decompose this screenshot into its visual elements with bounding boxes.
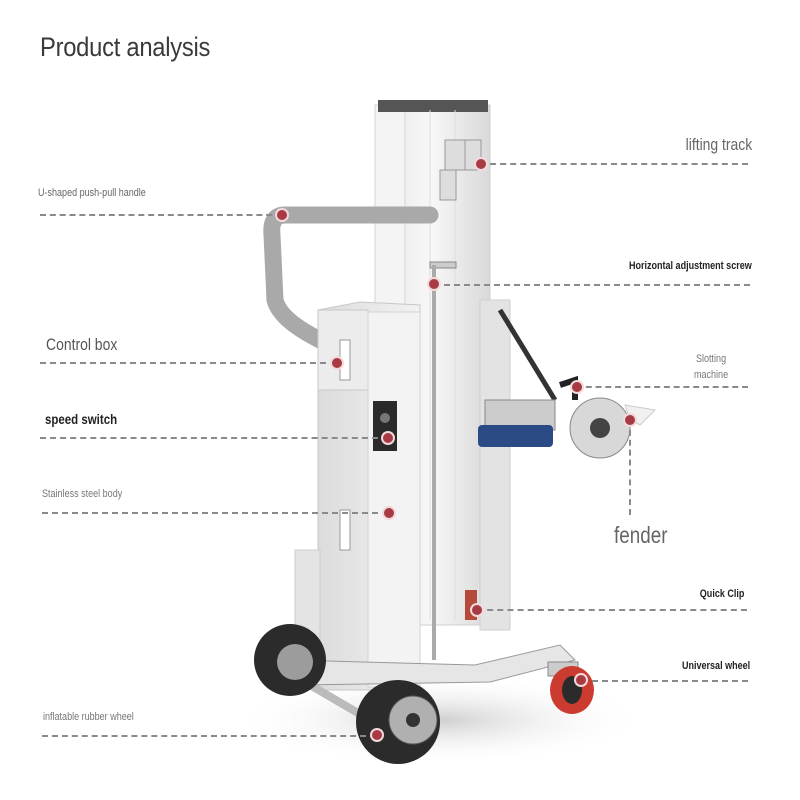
page-title: Product analysis [40, 32, 211, 62]
label-stainless-body: Stainless steel body [42, 488, 123, 500]
marker-control-box [332, 358, 342, 368]
label-slotting-machine-line1: Slotting [696, 353, 727, 365]
label-slotting-machine-line2: machine [694, 369, 729, 381]
leader-fender [629, 420, 631, 515]
label-quick-clip: Quick Clip [699, 588, 744, 600]
leader-control-box [40, 362, 336, 364]
leader-rubber-wheel [42, 735, 376, 737]
marker-speed-switch [383, 433, 393, 443]
label-lifting-track: lifting track [685, 135, 752, 154]
label-adjustment-screw: Horizontal adjustment screw [629, 260, 752, 272]
leader-slotting-machine [576, 386, 748, 388]
marker-rubber-wheel [372, 730, 382, 740]
leader-handle [40, 214, 282, 216]
leader-lifting-track [480, 163, 748, 165]
marker-adjustment-screw [429, 279, 439, 289]
marker-quick-clip [472, 605, 482, 615]
label-fender: fender [614, 522, 668, 548]
leader-universal-wheel [582, 680, 748, 682]
leader-speed-switch [40, 437, 388, 439]
marker-fender [625, 415, 635, 425]
leader-stainless-body [42, 512, 388, 514]
label-rubber-wheel: inflatable rubber wheel [43, 711, 134, 723]
label-speed-switch: speed switch [45, 411, 118, 427]
marker-stainless-body [384, 508, 394, 518]
leader-adjustment-screw [434, 284, 750, 286]
marker-universal-wheel [576, 675, 586, 685]
leader-quick-clip [477, 609, 747, 611]
marker-slotting-machine [572, 382, 582, 392]
label-universal-wheel: Universal wheel [681, 660, 750, 672]
marker-lifting-track [476, 159, 486, 169]
label-control-box: Control box [46, 335, 118, 354]
marker-handle [277, 210, 287, 220]
label-handle: U-shaped push-pull handle [38, 187, 146, 199]
